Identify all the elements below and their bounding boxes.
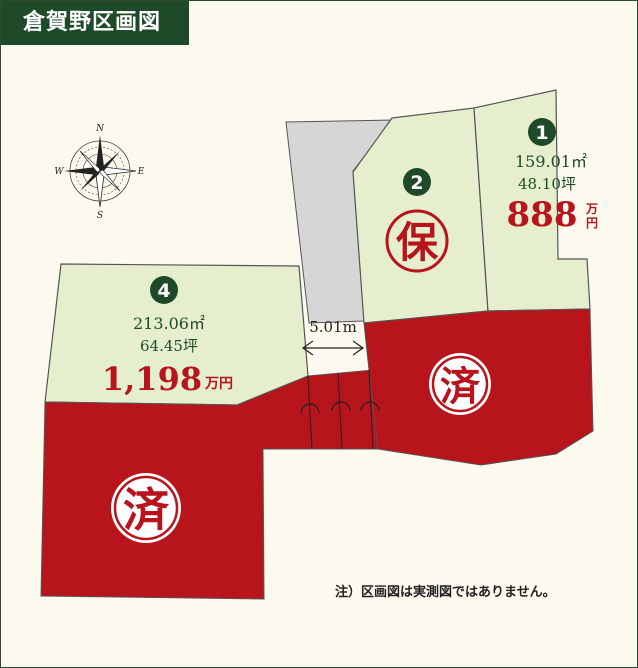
- lot-1-price-unit-top: 万: [585, 202, 598, 216]
- sold-lot-left[interactable]: [40, 369, 379, 600]
- compass-s: S: [97, 211, 103, 221]
- sold-mark-right: 済: [440, 363, 481, 410]
- compass-rose-icon: N S E W: [54, 124, 144, 221]
- road-width-label: 5.01m: [309, 318, 357, 336]
- lot-4-price-unit: 万円: [204, 376, 233, 392]
- sold-mark-left: 済: [123, 483, 170, 537]
- lot-1-area-tsubo: 48.10坪: [518, 175, 576, 193]
- disclaimer-note: 注）区画図は実測図ではありません。: [335, 585, 556, 600]
- lot-1-badge: [528, 118, 556, 146]
- lot-4-number: 4: [157, 280, 170, 302]
- lot-1-number: 1: [535, 122, 548, 144]
- reserved-mark: 保: [396, 218, 439, 267]
- lot-4-area-m2: 213.06㎡: [133, 314, 205, 333]
- lot-2-badge: [403, 168, 431, 196]
- sold-stamp-right: 済: [429, 353, 491, 415]
- lot-1-price: 888: [507, 195, 578, 235]
- compass-n: N: [95, 124, 105, 134]
- lot-4-badge: [150, 276, 178, 304]
- lot-2-number: 2: [410, 172, 423, 194]
- compass-e: E: [137, 167, 145, 177]
- lot-4-area-tsubo: 64.45坪: [140, 337, 198, 355]
- lot-1-area-m2: 159.01㎡: [515, 152, 587, 171]
- reserved-stamp: [385, 209, 449, 273]
- page-title: 倉賀野区画図: [1, 1, 189, 45]
- lot-4-price: 1,198: [102, 360, 202, 398]
- lot-1-price-unit-bottom: 円: [586, 216, 598, 230]
- compass-w: W: [54, 167, 64, 177]
- sold-stamp-left: 済: [111, 473, 181, 543]
